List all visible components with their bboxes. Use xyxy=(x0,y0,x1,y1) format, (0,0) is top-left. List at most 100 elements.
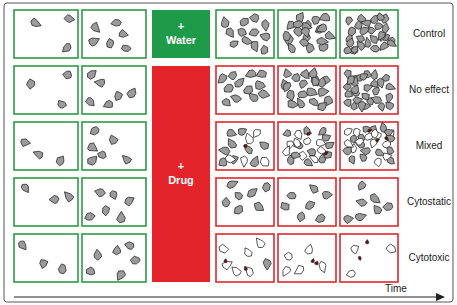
live-cell xyxy=(360,74,368,81)
dead-cell xyxy=(305,244,313,254)
live-cell xyxy=(374,205,382,213)
dead-cell xyxy=(309,156,318,163)
dead-cell xyxy=(254,130,261,138)
live-cell xyxy=(309,68,317,78)
live-cell xyxy=(375,23,384,30)
water-bar: + Water xyxy=(152,10,210,58)
live-cell xyxy=(304,159,313,166)
live-cell xyxy=(262,183,270,192)
culture-well xyxy=(82,122,146,170)
live-cell xyxy=(386,83,396,89)
culture-well xyxy=(14,10,78,58)
culture-well xyxy=(216,122,274,170)
well-border xyxy=(340,178,398,226)
live-cell xyxy=(222,17,230,28)
well-border xyxy=(82,66,146,114)
live-cell xyxy=(85,213,95,221)
live-cell xyxy=(355,213,366,220)
live-cell xyxy=(109,135,118,144)
culture-wells xyxy=(14,10,398,282)
dead-cell xyxy=(383,153,392,160)
live-cell xyxy=(306,201,315,210)
live-cell xyxy=(319,13,330,20)
culture-well xyxy=(216,66,274,114)
culture-well xyxy=(278,234,336,282)
live-cell xyxy=(242,36,253,44)
live-cell xyxy=(218,147,229,155)
live-cell xyxy=(256,70,266,77)
dead-cell xyxy=(317,139,326,146)
live-cell xyxy=(245,70,255,78)
live-cell xyxy=(362,93,370,100)
live-cell xyxy=(361,20,371,26)
live-cell xyxy=(91,22,100,32)
time-axis xyxy=(14,296,437,297)
live-cell xyxy=(375,149,384,156)
well-border xyxy=(340,122,398,170)
live-cell xyxy=(281,202,289,210)
live-cell xyxy=(110,191,117,200)
live-cell xyxy=(89,38,100,46)
live-cell xyxy=(315,214,325,223)
live-cell xyxy=(358,181,366,190)
dead-cell xyxy=(353,129,360,138)
well-border xyxy=(216,178,274,226)
live-cell xyxy=(385,129,394,135)
live-cell xyxy=(293,21,303,28)
culture-well xyxy=(82,234,146,282)
well-border xyxy=(14,122,78,170)
live-cell xyxy=(371,97,381,104)
live-cell xyxy=(127,88,136,98)
live-cell xyxy=(288,43,295,53)
row-label: No effect xyxy=(409,84,449,96)
live-cell xyxy=(260,33,270,41)
live-cell xyxy=(249,29,259,36)
live-cell xyxy=(346,17,353,25)
dead-cell xyxy=(225,155,236,163)
cell-debris xyxy=(306,132,311,135)
well-border xyxy=(278,178,336,226)
live-cell xyxy=(386,102,394,110)
live-cell xyxy=(291,152,301,158)
live-cell xyxy=(383,203,393,211)
live-cell xyxy=(21,184,28,192)
live-cell xyxy=(318,103,327,111)
live-cell xyxy=(307,88,318,96)
live-cell xyxy=(95,189,106,197)
live-cell xyxy=(115,91,123,100)
well-border xyxy=(14,10,78,58)
dead-cell xyxy=(256,238,265,248)
treatment-label: + Drug xyxy=(168,160,194,188)
live-cell xyxy=(222,98,230,105)
dead-cell xyxy=(355,138,364,145)
well-border xyxy=(278,234,336,282)
well-border xyxy=(216,66,274,114)
culture-well xyxy=(82,10,146,58)
live-cell xyxy=(357,41,365,50)
live-cell xyxy=(218,74,227,83)
live-cell xyxy=(58,100,67,108)
dead-cell xyxy=(260,157,269,166)
live-cell xyxy=(94,249,101,260)
live-cell xyxy=(312,77,319,86)
live-cell xyxy=(344,46,352,53)
live-cell xyxy=(260,142,269,149)
dead-cell xyxy=(374,158,381,167)
dead-cell xyxy=(219,244,229,253)
culture-well xyxy=(216,178,274,226)
live-cell xyxy=(251,42,258,52)
live-cell xyxy=(103,100,112,107)
live-cell xyxy=(33,151,43,159)
live-cell xyxy=(284,69,292,78)
live-cell xyxy=(250,14,259,22)
row-label: Cytotoxic xyxy=(408,252,449,264)
live-cell xyxy=(56,156,64,166)
live-cell xyxy=(230,41,238,47)
live-cell xyxy=(227,130,237,137)
live-cell xyxy=(378,103,385,112)
cell-debris xyxy=(244,266,247,270)
live-cell xyxy=(377,13,385,21)
live-cell xyxy=(58,264,66,274)
live-cell xyxy=(235,193,242,200)
live-cell xyxy=(387,147,394,154)
